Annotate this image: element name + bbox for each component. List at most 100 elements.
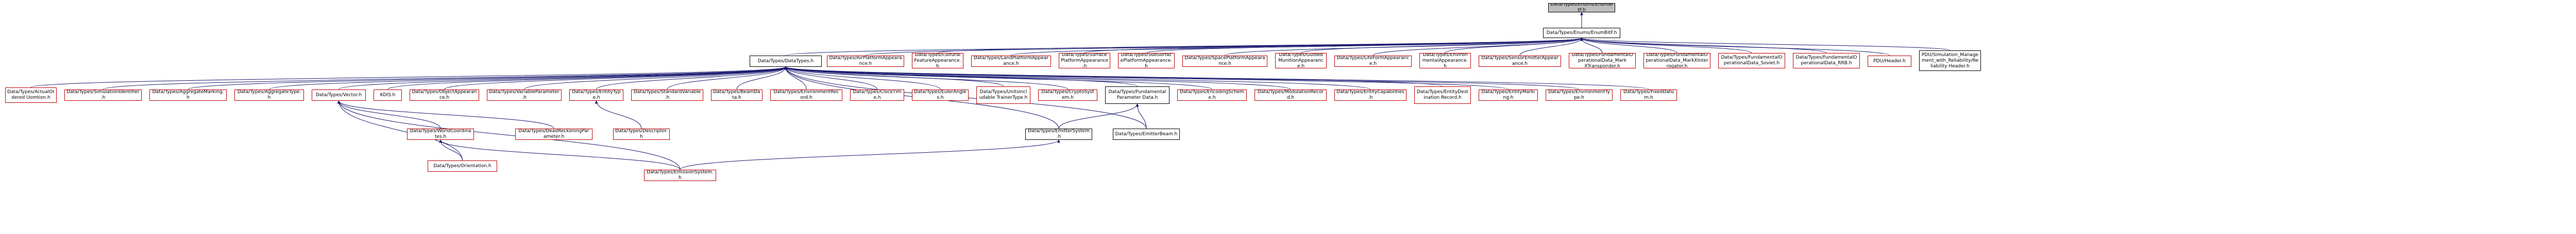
node-encodingscheme[interactable]: Data/Types/EncodingScheme.h — [1177, 89, 1247, 101]
node-objectappearance[interactable]: Data/Types/ObjectAppearance.h — [410, 89, 479, 101]
node-emissionsystem[interactable]: Data/Types/EmissionSystem.h — [644, 170, 716, 181]
edge-kdtools-to-datatypes — [387, 66, 787, 90]
node-descriptor[interactable]: Data/Types/Descriptor.h — [613, 129, 670, 140]
node-emitterbeam[interactable]: Data/Types/EmitterBeam.h — [1113, 129, 1180, 140]
node-envtype[interactable]: Data/Types/EnvironmentType.h — [1546, 89, 1613, 101]
node-actualordered-label: Data/Types/ActualOrdered Uomtion.h — [7, 89, 55, 100]
edge-orientation-to-vector — [337, 100, 463, 161]
node-unattached[interactable]: Data/Types/UnitsIncludable TrainerType.h — [976, 86, 1030, 104]
node-airplatform[interactable]: Data/Types/AirPlatformAppearance.h — [827, 56, 904, 67]
node-descriptor-label: Data/Types/Descriptor.h — [615, 129, 668, 139]
node-fund-soviet-label: Data/Types/FundamentalOperationalData_So… — [1721, 55, 1783, 66]
edge-encodingscheme-to-datatypes — [784, 66, 1212, 90]
node-simidentifier[interactable]: Data/Types/SimulationIdentifier.h — [64, 89, 142, 101]
node-aggtype[interactable]: Data/Types/AggregateType.h — [234, 89, 304, 101]
node-crypto-label: Data/Types/CryptoSystem.h — [1041, 89, 1094, 100]
node-entitycapabilities[interactable]: Data/Types/EntityCapabilities.h — [1334, 89, 1406, 101]
node-environmental[interactable]: Data/Types/EnvironmentalAppearance.h — [1419, 53, 1471, 68]
node-emittersystem[interactable]: Data/Types/EmitterSystem.h — [1025, 129, 1092, 140]
node-simmgmt[interactable]: PDU/Simulation_Management_with_Reliabili… — [1919, 50, 1981, 71]
edge-guidedmunition-to-enumbitf — [1300, 38, 1583, 53]
edge-clocktime-to-datatypes — [784, 66, 877, 90]
edge-cultural-to-enumbitf — [937, 38, 1583, 53]
node-modulation[interactable]: Data/Types/ModulationRecord.h — [1255, 89, 1327, 101]
node-entitydest-label: Data/Types/EntityDestination Record.h — [1417, 89, 1468, 100]
edge-deadreckoning-to-vector — [337, 100, 554, 129]
node-fundparam[interactable]: Data/Types/FundamentalParameter Data.h — [1105, 86, 1170, 104]
edge-entitymarking-to-datatypes — [784, 66, 807, 90]
node-entitycapabilities-label: Data/Types/EntityCapabilities.h — [1336, 89, 1404, 100]
node-orientation-label: Data/Types/Orientation.h — [433, 163, 492, 169]
node-clocktime-label: Data/Types/ClockTime.h — [853, 89, 902, 100]
node-entitytype-label: Data/Types/EntityType.h — [572, 89, 621, 100]
node-surfaceplatform[interactable]: Data/Types/SurfacePlatformAppearance.h — [1059, 53, 1110, 68]
node-enumbitf[interactable]: Data/Types/Enums/EnumBitF.h — [1543, 28, 1620, 38]
node-beamdata[interactable]: Data/Types/BeamData.h — [711, 89, 762, 101]
node-actualordered[interactable]: Data/Types/ActualOrdered Uomtion.h — [5, 87, 57, 103]
node-vector[interactable]: Data/Types/Vector.h — [312, 89, 366, 101]
node-fixeddatum[interactable]: Data/Types/FixedDatum.h — [1620, 89, 1677, 101]
edge-world-to-vector — [337, 100, 441, 129]
node-entitymarking2[interactable]: Data/Types/EntityMarking.h — [1479, 89, 1538, 101]
node-emissionsystem-label: Data/Types/EmissionSystem.h — [647, 170, 714, 181]
edge-emissionsystem-to-vector — [337, 100, 681, 170]
node-guidedmunition[interactable]: Data/Types/GuidedMunitionAppearance.h — [1275, 53, 1327, 68]
node-unattached-label: Data/Types/UnitsIncludable TrainerType.h — [979, 89, 1028, 100]
node-environmental-label: Data/Types/EnvironmentalAppearance.h — [1422, 53, 1468, 68]
node-subsurface[interactable]: Data/Types/SubSurfacePlatformAppearance.… — [1118, 53, 1175, 68]
node-entitymarking[interactable]: Data/Types/EnvironmentRecord.h — [770, 89, 842, 101]
node-emittersystem-label: Data/Types/EmitterSystem.h — [1028, 129, 1090, 139]
node-world[interactable]: Data/Types/WorldCoordinates.h — [407, 129, 474, 140]
node-lifeform[interactable]: Data/Types/LifeFormAppearance.h — [1334, 56, 1412, 67]
node-spaceplatform[interactable]: Data/Types/SpacePlatformAppearance.h — [1182, 56, 1267, 67]
node-modulation-label: Data/Types/ModulationRecord.h — [1257, 89, 1324, 100]
edge-beamdata-to-datatypes — [736, 66, 787, 90]
node-entitytype[interactable]: Data/Types/EntityType.h — [569, 89, 623, 101]
node-sensoremitter-label: Data/Types/SensorEmitterAppearance.h — [1481, 56, 1558, 66]
node-kdtools-label: KDIS.h — [380, 92, 396, 98]
node-crypto[interactable]: Data/Types/CryptoSystem.h — [1038, 89, 1097, 101]
edge-standardvariable-to-datatypes — [667, 66, 787, 90]
node-envtype-label: Data/Types/EnvironmentType.h — [1548, 89, 1610, 100]
node-fund-transponder[interactable]: Data/Types/FundamentalOperationalData_Ma… — [1569, 53, 1636, 68]
node-variableparameter[interactable]: Data/Types/VariableParameter.h — [487, 89, 562, 101]
node-fund-rrb-label: Data/Types/FundamentalOperationalData_RR… — [1795, 55, 1857, 66]
node-airplatform-label: Data/Types/AirPlatformAppearance.h — [829, 56, 902, 66]
node-deadreckoning[interactable]: Data/Types/DeadReckoningParameter.h — [515, 129, 592, 140]
node-guidedmunition-label: Data/Types/GuidedMunitionAppearance.h — [1278, 53, 1324, 68]
edge-objectappearance-to-datatypes — [444, 66, 787, 90]
node-root-label: Data/Types/Enums/EnumBitF.h — [1550, 3, 1613, 12]
node-variableparameter-label: Data/Types/VariableParameter.h — [489, 89, 560, 100]
node-vector-label: Data/Types/Vector.h — [315, 92, 362, 98]
node-eulerangles[interactable]: Data/Types/EulerAngles.h — [912, 89, 969, 101]
node-fund-soviet[interactable]: Data/Types/FundamentalOperationalData_So… — [1718, 53, 1785, 68]
node-fund-interrogator-label: Data/Types/FundamentalOperationalData_Ma… — [1646, 53, 1708, 68]
node-entitydest[interactable]: Data/Types/EntityDestination Record.h — [1414, 86, 1471, 104]
edge-emissionsystem-to-world — [439, 139, 681, 170]
node-aggtype-label: Data/Types/AggregateType.h — [237, 89, 301, 100]
node-landplatform[interactable]: Data/Types/LandPlatformAppearance.h — [971, 56, 1051, 67]
node-fund-rrb[interactable]: Data/Types/FundamentalOperationalData_RR… — [1793, 53, 1860, 68]
node-clocktime[interactable]: Data/Types/ClockTime.h — [850, 89, 904, 101]
node-sensoremitter[interactable]: Data/Types/SensorEmitterAppearance.h — [1479, 56, 1561, 67]
edge-descriptor-to-entitytype — [595, 100, 642, 129]
node-fund-interrogator[interactable]: Data/Types/FundamentalOperationalData_Ma… — [1643, 53, 1710, 68]
edge-emitterbeam-to-fundparam — [1136, 103, 1147, 129]
edge-vector-to-datatypes — [338, 66, 787, 90]
edge-modulation-to-datatypes — [784, 66, 1291, 90]
node-cultural[interactable]: Data/Types/CulturalFeatureAppearance.h — [912, 53, 963, 68]
node-lifeform-label: Data/Types/LifeFormAppearance.h — [1336, 56, 1410, 66]
edge-fund-soviet-to-enumbitf — [1580, 38, 1752, 53]
node-datatypes[interactable]: Data/Types/DataTypes.h — [750, 56, 822, 67]
node-pduheader[interactable]: PDU/Header.h — [1868, 56, 1911, 67]
node-standardvariable[interactable]: Data/Types/StandardVariable.h — [631, 89, 703, 101]
node-kdtools[interactable]: KDIS.h — [374, 89, 402, 101]
edge-sensoremitter-to-enumbitf — [1519, 38, 1583, 56]
edge-simmgmt-to-enumbitf — [1580, 38, 1951, 51]
node-orientation[interactable]: Data/Types/Orientation.h — [428, 160, 497, 172]
node-aggmarking[interactable]: Data/Types/AggregateMarking.h — [149, 89, 227, 101]
edge-variableparameter-to-datatypes — [524, 66, 787, 90]
node-spaceplatform-label: Data/Types/SpacePlatformAppearance.h — [1184, 56, 1265, 66]
edge-fund-rrb-to-enumbitf — [1580, 38, 1827, 53]
